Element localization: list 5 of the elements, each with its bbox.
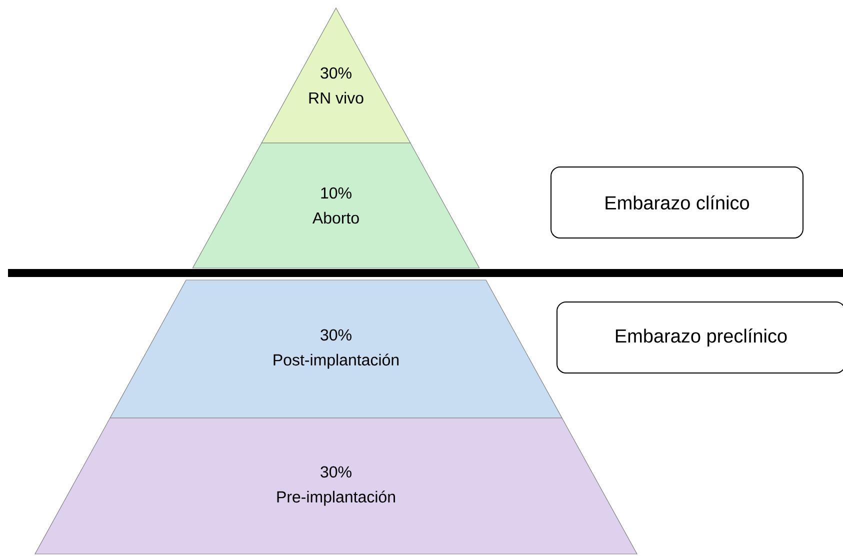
label-box: Embarazo clínico: [550, 166, 804, 238]
label-box: Embarazo preclínico: [556, 302, 843, 374]
pyramid-layer: 10% Aborto: [192, 142, 480, 268]
pyramid-layer: 30% Pre-implantación: [34, 418, 638, 554]
pyramid-layer: 30% Post-implantación: [110, 280, 563, 418]
